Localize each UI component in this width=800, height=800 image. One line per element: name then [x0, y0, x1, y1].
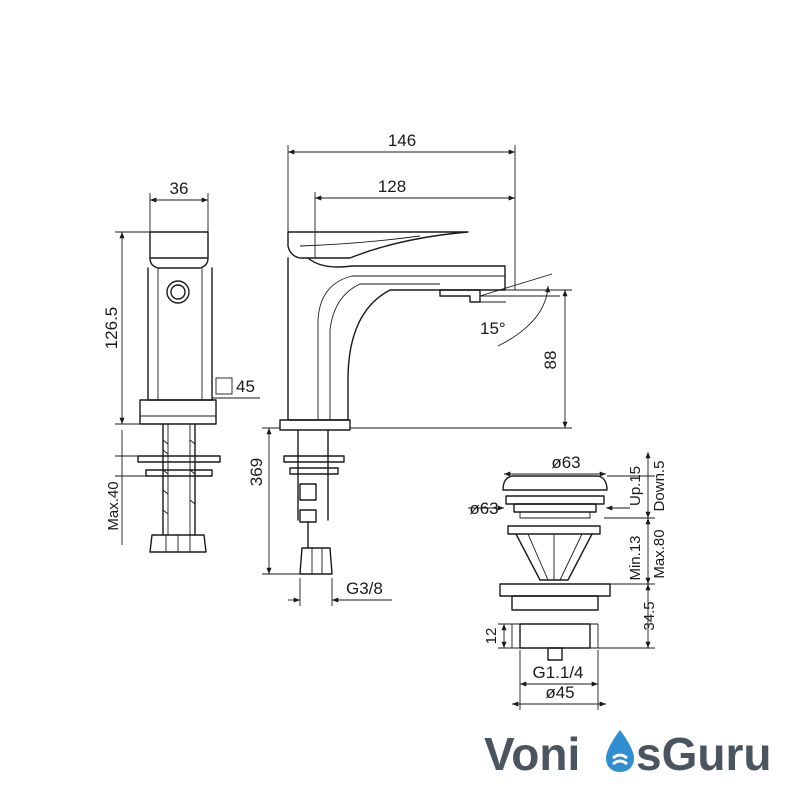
side-view — [115, 193, 260, 553]
dim-spout-reach: 128 — [378, 177, 406, 196]
front-view — [262, 145, 572, 606]
dim-waste-thread: G1.1/4 — [532, 663, 583, 682]
dim-supply-thread: G3/8 — [346, 579, 383, 598]
dim-spout-height: 88 — [541, 351, 560, 370]
water-drop-icon — [606, 730, 634, 772]
waste-drain-view — [468, 452, 655, 710]
dim-base-square: 45 — [236, 377, 255, 396]
dim-side-width: 36 — [170, 179, 189, 198]
dim-max-thickness: Max.40 — [105, 481, 122, 530]
dim-stroke-down: Down.5 — [651, 461, 668, 512]
dim-body-height: 34.5 — [641, 601, 658, 630]
brand-text-sguru: sGuru — [636, 728, 771, 780]
dim-angle: 15° — [480, 319, 506, 338]
dim-stroke-up: Up.15 — [627, 466, 644, 506]
dim-thread-height: 12 — [483, 628, 500, 645]
dim-max-waste-thickness: Max.80 — [651, 529, 668, 578]
dim-cap-diameter: ø63 — [551, 453, 580, 472]
dim-supply-length: 369 — [247, 458, 266, 486]
dim-flange-diameter: ø63 — [469, 499, 498, 518]
dim-overall-length: 146 — [388, 131, 416, 150]
dim-side-height: 126.5 — [102, 307, 121, 350]
brand-logo: Voni sGuru — [484, 728, 771, 780]
brand-text-voni: Voni — [484, 728, 580, 780]
dim-body-diameter: ø45 — [545, 683, 574, 702]
dim-min-thickness: Min.13 — [627, 535, 644, 580]
